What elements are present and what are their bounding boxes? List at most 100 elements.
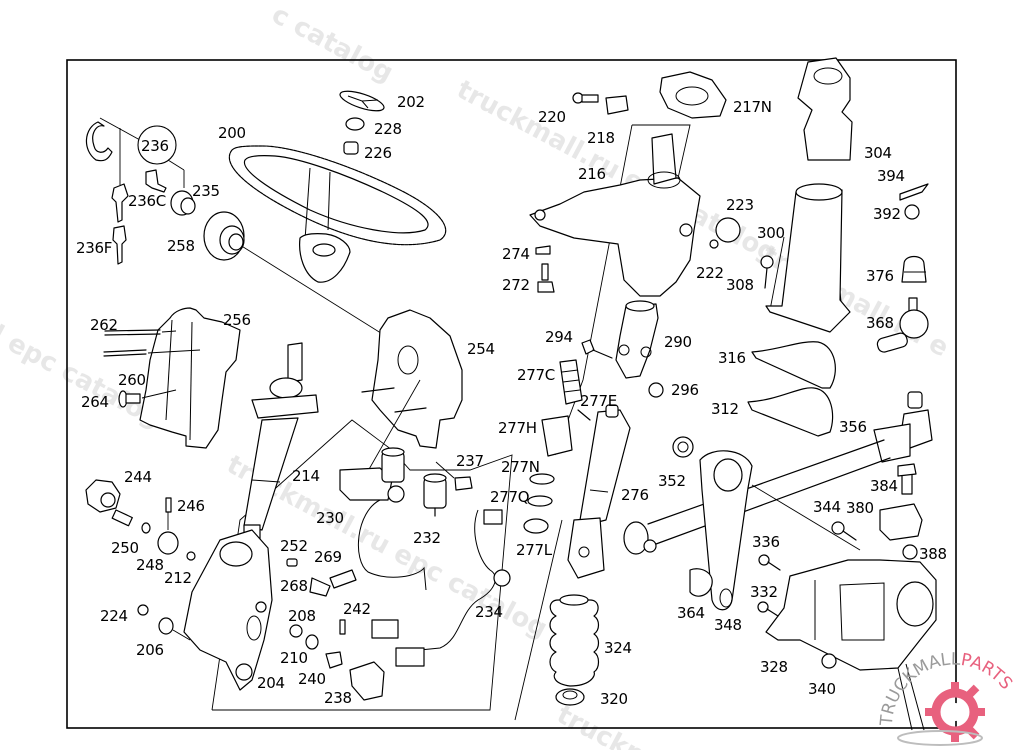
- callout-label[interactable]: 340: [808, 680, 836, 698]
- ignition-key-set-drawing: [85, 117, 196, 265]
- callout-label[interactable]: 242: [343, 600, 371, 618]
- callout-label[interactable]: 384: [870, 477, 898, 495]
- leader-line: [769, 236, 785, 311]
- lower-bracket-drawing: [137, 529, 385, 701]
- callout-label[interactable]: 254: [467, 340, 495, 358]
- callout-label[interactable]: 237: [456, 452, 484, 470]
- callout-label[interactable]: 392: [873, 205, 901, 223]
- ignition-switch-drawing: [339, 447, 473, 639]
- callout-label[interactable]: 269: [314, 548, 342, 566]
- callout-label[interactable]: 300: [757, 224, 785, 242]
- callout-label[interactable]: 244: [124, 468, 152, 486]
- callout-label[interactable]: 236F: [76, 239, 112, 257]
- callout-label[interactable]: 226: [364, 144, 392, 162]
- column-bracket-drawing: [529, 71, 741, 297]
- callout-label[interactable]: 250: [111, 539, 139, 557]
- callout-label[interactable]: 348: [714, 616, 742, 634]
- callout-label[interactable]: 220: [538, 108, 566, 126]
- leader-line: [239, 244, 401, 346]
- swoosh-icon: [897, 730, 983, 746]
- callout-label[interactable]: 252: [280, 537, 308, 555]
- callout-label[interactable]: 268: [280, 577, 308, 595]
- callout-label[interactable]: 217N: [733, 98, 772, 116]
- callout-label[interactable]: 256: [223, 311, 251, 329]
- callout-label[interactable]: 246: [177, 497, 205, 515]
- steering-wheel-drawing: [228, 145, 447, 283]
- gear-lever-boot-drawing: [760, 57, 853, 333]
- callout-labels: 200 202 204 206 208 210 212 214 216 217N…: [76, 93, 947, 708]
- callout-label[interactable]: 208: [288, 607, 316, 625]
- lower-cover-drawing: [103, 307, 241, 449]
- callout-label[interactable]: 224: [100, 607, 128, 625]
- wire-harness-drawing: [395, 509, 511, 667]
- callout-label[interactable]: 277H: [498, 419, 537, 437]
- callout-label[interactable]: 344: [813, 498, 841, 516]
- callout-label[interactable]: 218: [587, 129, 615, 147]
- callout-label[interactable]: 223: [726, 196, 754, 214]
- callout-label[interactable]: 320: [600, 690, 628, 708]
- universal-joint-drawing: [523, 300, 664, 534]
- ball-joint-parts-drawing: [876, 183, 929, 353]
- callout-label[interactable]: 380: [846, 499, 874, 517]
- watermark-text: c catalog: [267, 0, 398, 89]
- callout-label[interactable]: 228: [374, 120, 402, 138]
- callout-label[interactable]: 277Q: [490, 488, 530, 506]
- callout-label[interactable]: 308: [726, 276, 754, 294]
- callout-label[interactable]: 336: [752, 533, 780, 551]
- callout-label[interactable]: 236: [141, 137, 169, 155]
- callout-label[interactable]: 274: [502, 245, 530, 263]
- steering-gear-bracket-drawing: [757, 554, 937, 731]
- callout-label[interactable]: 230: [316, 509, 344, 527]
- callout-label[interactable]: 296: [671, 381, 699, 399]
- callout-label[interactable]: 264: [81, 393, 109, 411]
- callout-label[interactable]: 352: [658, 472, 686, 490]
- callout-label[interactable]: 277E: [580, 392, 617, 410]
- leader-line: [514, 519, 563, 721]
- callout-label[interactable]: 312: [711, 400, 739, 418]
- callout-label[interactable]: 240: [298, 670, 326, 688]
- callout-label[interactable]: 234: [475, 603, 503, 621]
- callout-label[interactable]: 216: [578, 165, 606, 183]
- callout-label[interactable]: 202: [397, 93, 425, 111]
- callout-label[interactable]: 212: [164, 569, 192, 587]
- callout-label[interactable]: 388: [919, 545, 947, 563]
- callout-label[interactable]: 368: [866, 314, 894, 332]
- contact-ring-drawing: [203, 211, 245, 261]
- callout-label[interactable]: 236C: [128, 192, 166, 210]
- leader-line: [211, 419, 513, 711]
- callout-label[interactable]: 210: [280, 649, 308, 667]
- callout-label[interactable]: 214: [292, 467, 320, 485]
- callout-label[interactable]: 394: [877, 167, 905, 185]
- callout-label[interactable]: 276: [621, 486, 649, 504]
- callout-label[interactable]: 248: [136, 556, 164, 574]
- callout-label[interactable]: 262: [90, 316, 118, 334]
- callout-label[interactable]: 294: [545, 328, 573, 346]
- callout-label[interactable]: 232: [413, 529, 441, 547]
- callout-label[interactable]: 222: [696, 264, 724, 282]
- gear-icon: [925, 682, 985, 742]
- callout-label[interactable]: 364: [677, 604, 705, 622]
- callout-label[interactable]: 304: [864, 144, 892, 162]
- callout-label[interactable]: 206: [136, 641, 164, 659]
- callout-label[interactable]: 277C: [517, 366, 555, 384]
- callout-label[interactable]: 328: [760, 658, 788, 676]
- callout-label[interactable]: 290: [664, 333, 692, 351]
- callout-label[interactable]: 376: [866, 267, 894, 285]
- clamp-parts-drawing: [831, 463, 923, 560]
- upper-cover-drawing: [359, 309, 463, 486]
- callout-label[interactable]: 277N: [501, 458, 540, 476]
- callout-label[interactable]: 316: [718, 349, 746, 367]
- callout-label[interactable]: 356: [839, 418, 867, 436]
- callout-label[interactable]: 238: [324, 689, 352, 707]
- callout-label[interactable]: 204: [257, 674, 285, 692]
- callout-label[interactable]: 272: [502, 276, 530, 294]
- callout-label[interactable]: 324: [604, 639, 632, 657]
- callout-label[interactable]: 277L: [516, 541, 553, 559]
- callout-label[interactable]: 235: [192, 182, 220, 200]
- callout-label[interactable]: 260: [118, 371, 146, 389]
- callout-label[interactable]: 258: [167, 237, 195, 255]
- callout-label[interactable]: 200: [218, 124, 246, 142]
- callout-label[interactable]: 332: [750, 583, 778, 601]
- diagram-frame: [66, 59, 957, 729]
